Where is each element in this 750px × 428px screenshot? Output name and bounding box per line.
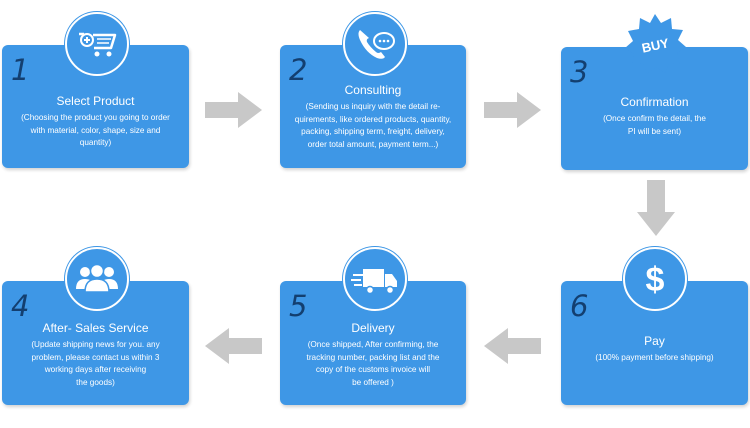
step-title: Consulting [344, 83, 402, 97]
arrow-down-icon [637, 180, 675, 236]
step-description: (Once confirm the detail, the PI will be… [603, 114, 706, 136]
step-title: After- Sales Service [42, 321, 149, 335]
step-description: (Once shipped, After confirming, the tra… [306, 340, 440, 388]
step-title: Select Product [56, 94, 135, 108]
phone-chat-icon [343, 12, 407, 76]
people-group-icon [65, 247, 129, 311]
arrow-left-icon [484, 328, 541, 364]
arrow-right-icon [205, 92, 262, 128]
step-description: (Choosing the product you going to order… [21, 113, 170, 148]
step-title: Delivery [351, 321, 395, 335]
truck-icon [343, 247, 407, 311]
step-number: 4 [11, 289, 30, 323]
step-description: (Sending us inquiry with the detail re- … [294, 102, 452, 150]
step-number: 5 [289, 289, 308, 323]
buy-badge-icon: BUY [623, 12, 687, 76]
step-number: 2 [289, 53, 308, 87]
step-number: 6 [570, 289, 589, 323]
badge-text: BUY [640, 35, 670, 55]
dollar-icon: $ [623, 247, 687, 311]
step-title: Confirmation [620, 95, 689, 109]
step-number: 1 [11, 53, 30, 87]
arrow-right-icon [484, 92, 541, 128]
step-description: (100% payment before shipping) [595, 353, 714, 362]
svg-text:$: $ [646, 261, 665, 299]
arrow-left-icon [205, 328, 262, 364]
step-number: 3 [570, 55, 589, 89]
step-title: Pay [644, 334, 665, 348]
shopping-cart-icon [65, 12, 129, 76]
step-description: (Update shipping news for you. any probl… [31, 340, 160, 388]
